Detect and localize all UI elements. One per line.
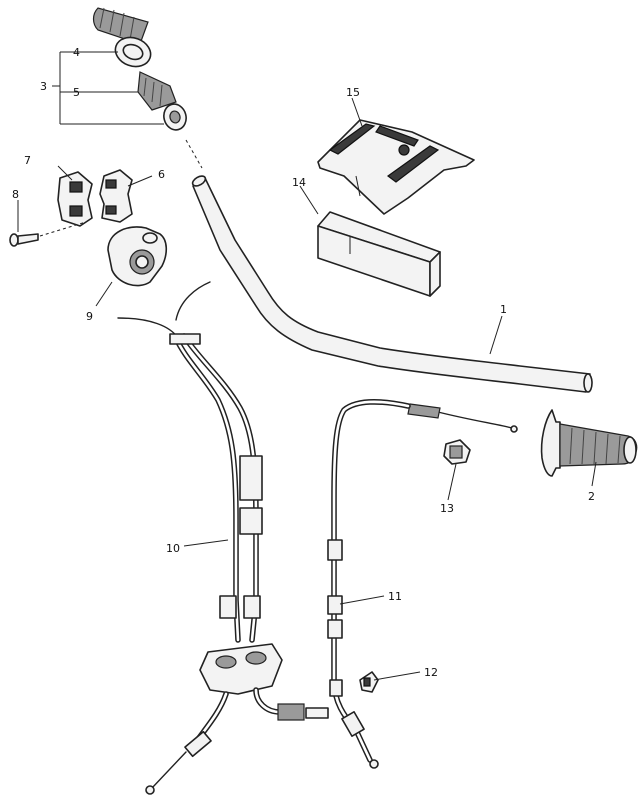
handlebar	[185, 139, 593, 393]
callout-6: 6	[158, 168, 165, 181]
handlebar-pad	[317, 211, 441, 297]
pad-cover	[317, 119, 475, 215]
callout-labels: 1 2 3 4 5 6 7 8 9 10 11 12 13 14 15	[12, 46, 595, 679]
callout-3: 3	[40, 80, 47, 93]
callout-9: 9	[86, 310, 93, 323]
callout-15: 15	[346, 86, 360, 99]
callout-8: 8	[12, 188, 19, 201]
leader-lines	[17, 51, 597, 681]
throttle-housing	[107, 226, 168, 287]
callout-7: 7	[24, 154, 31, 167]
callout-13: 13	[440, 502, 454, 515]
callout-4: 4	[73, 46, 80, 59]
callout-10: 10	[166, 542, 180, 555]
screw	[9, 233, 39, 247]
callout-11: 11	[388, 590, 402, 603]
callout-5: 5	[73, 86, 80, 99]
left-grip-assembly	[92, 7, 187, 131]
callout-14: 14	[292, 176, 306, 189]
cable-clamp	[359, 671, 379, 693]
switch-housing-right-half	[99, 169, 133, 223]
clutch-cable	[327, 399, 518, 769]
callout-2: 2	[588, 490, 595, 503]
cable-adjuster	[443, 439, 471, 465]
callout-1: 1	[500, 303, 507, 316]
callout-12: 12	[424, 666, 438, 679]
right-grip	[540, 409, 638, 477]
switch-housing-left-half	[39, 171, 93, 237]
throttle-cables	[117, 281, 329, 795]
